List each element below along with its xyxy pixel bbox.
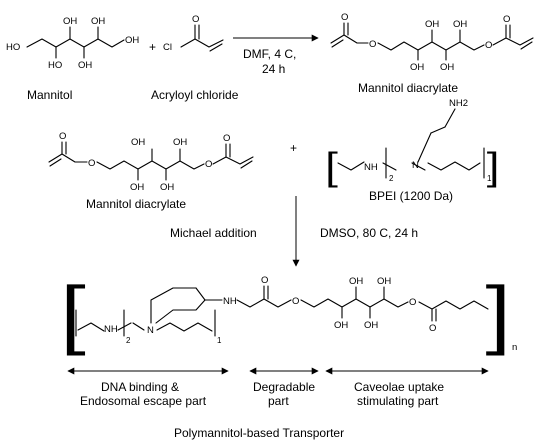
label-mannitol-diacrylate-product: Mannitol diacrylate — [358, 81, 458, 95]
caption: Polymannitol-based Transporter — [174, 426, 344, 440]
atom-oh: OH — [160, 182, 174, 193]
atom-oh: OH — [173, 137, 187, 148]
atom-o: O — [205, 159, 212, 170]
atom-oh: OH — [364, 320, 378, 331]
bpei-structure: [ ] NH 2 N 1 NH2 — [325, 98, 500, 192]
plus-sign-2: + — [290, 141, 297, 155]
atom-oh: OH — [125, 35, 139, 46]
atom-nh: NH — [223, 296, 237, 307]
part2-line1: Degradable — [253, 380, 315, 394]
atom-ho: HO — [48, 60, 62, 71]
atom-o: O — [341, 12, 348, 23]
atom-cl: Cl — [163, 42, 172, 53]
label-bpei: BPEI (1200 Da) — [369, 189, 453, 203]
part1-line2: Endosomal escape part — [80, 394, 207, 408]
atom-oh: OH — [131, 137, 145, 148]
subscript-1: 1 — [487, 174, 492, 183]
atom-ho: HO — [6, 42, 20, 53]
atom-oh: OH — [63, 16, 77, 27]
bracket-open: [ — [325, 146, 341, 192]
part3-line1: Caveolae uptake — [354, 380, 444, 394]
atom-oh: OH — [410, 62, 424, 73]
step2-conditions: DMSO, 80 C, 24 h — [320, 226, 418, 240]
atom-oh: OH — [78, 60, 92, 71]
subscript-2: 2 — [126, 336, 131, 345]
subscript-2: 2 — [389, 174, 394, 183]
label-mannitol-diacrylate-reactant: Mannitol diacrylate — [86, 197, 186, 211]
part1-line1: DNA binding & — [101, 380, 179, 394]
atom-o: O — [429, 323, 436, 334]
atom-o: O — [292, 296, 299, 307]
atom-n: N — [147, 325, 154, 336]
mannitol-structure: HO HO OH OH OH OH — [6, 16, 139, 71]
polymannitol-structure: [ ] n NH 2 N 1 NH O O OH OH OH — [60, 271, 517, 364]
atom-o: O — [223, 133, 230, 144]
atom-nh: NH — [364, 162, 378, 173]
mannitol-diacrylate-reactant-structure: O O OH OH OH OH O O — [48, 131, 254, 193]
step1-conditions-line2: 24 h — [262, 62, 285, 76]
atom-oh: OH — [377, 276, 391, 287]
outer-bracket-close: ] — [480, 271, 511, 364]
atom-o: O — [261, 275, 268, 286]
atom-o: O — [192, 14, 199, 25]
part3-line2: stimulating part — [357, 394, 439, 408]
plus-sign: + — [149, 40, 156, 54]
atom-oh: OH — [130, 182, 144, 193]
atom-o: O — [409, 297, 416, 308]
label-acryloyl-chloride: Acryloyl chloride — [151, 88, 239, 102]
atom-o: O — [485, 40, 492, 51]
atom-n: N — [412, 160, 419, 171]
bracket-close: ] — [484, 146, 500, 192]
atom-oh: OH — [440, 62, 454, 73]
atom-oh: OH — [349, 276, 363, 287]
atom-o: O — [59, 131, 66, 142]
label-mannitol: Mannitol — [27, 88, 72, 102]
step2-reaction-name: Michael addition — [170, 226, 257, 240]
atom-nh2: NH2 — [449, 98, 468, 109]
atom-oh: OH — [425, 19, 439, 30]
mannitol-diacrylate-structure: O O OH OH OH OH O O — [330, 12, 534, 73]
atom-nh: NH — [104, 324, 118, 335]
step1-conditions-line1: DMF, 4 C, — [243, 47, 296, 61]
atom-oh: OH — [334, 320, 348, 331]
atom-o: O — [369, 39, 376, 50]
atom-o: O — [88, 158, 95, 169]
atom-oh: OH — [453, 19, 467, 30]
repeat-unit-n: n — [512, 342, 517, 353]
atom-o: O — [503, 14, 510, 25]
acryloyl-chloride-structure: Cl O — [163, 14, 224, 53]
atom-oh: OH — [91, 16, 105, 27]
subscript-1: 1 — [217, 336, 222, 345]
part2-line2: part — [268, 394, 289, 408]
